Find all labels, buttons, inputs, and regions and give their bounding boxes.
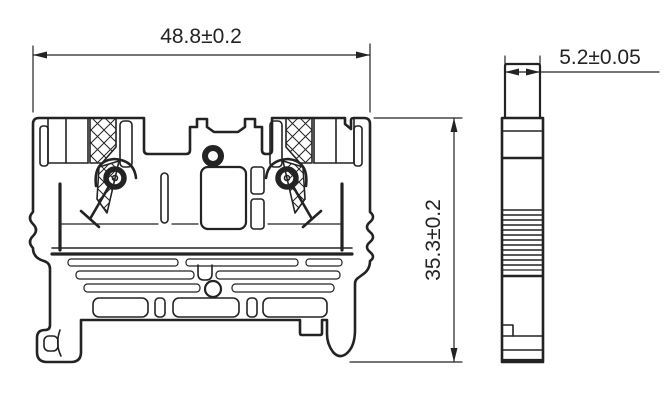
left-spring-clamp xyxy=(79,157,138,229)
side-cell xyxy=(250,166,265,195)
crosshatch-area xyxy=(89,117,117,164)
lower-slots xyxy=(67,258,343,318)
spring-arc xyxy=(264,157,308,188)
side-cell xyxy=(250,198,265,230)
side-ribs xyxy=(502,209,543,266)
housing-edge xyxy=(47,117,89,164)
slot xyxy=(185,258,299,267)
extension-line xyxy=(504,55,541,65)
foot-slot xyxy=(92,297,149,318)
spring-pivot-hole xyxy=(111,174,119,182)
arrowhead-right xyxy=(356,51,370,59)
arrowhead-left xyxy=(33,51,47,59)
dimension-height: 35.3±0.2 xyxy=(349,117,463,363)
arrowhead-down xyxy=(450,348,458,362)
front-view xyxy=(28,116,375,364)
din-rail-foot xyxy=(43,329,62,357)
arrowhead-left xyxy=(505,68,519,76)
center-tab xyxy=(197,264,213,281)
slot xyxy=(67,258,179,267)
wire-slot xyxy=(119,120,133,168)
dimension-thickness-label: 5.2±0.05 xyxy=(559,46,641,69)
dimension-width: 48.8±0.2 xyxy=(32,25,371,113)
dimension-width-label: 48.8±0.2 xyxy=(160,25,242,48)
slot xyxy=(75,270,195,280)
foot-slot xyxy=(246,297,258,318)
busbar-channel xyxy=(50,182,354,256)
arrowhead-right xyxy=(526,68,540,76)
left-clamp-housing xyxy=(39,117,133,214)
test-point-ring xyxy=(202,145,224,167)
foot-cutout xyxy=(43,335,59,352)
slot xyxy=(231,283,335,293)
crosshatch-area xyxy=(285,117,313,164)
slot xyxy=(215,270,341,280)
dimension-height-label: 35.3±0.2 xyxy=(422,199,445,281)
slot xyxy=(305,258,343,267)
spring-pivot xyxy=(275,166,299,190)
foot-slot xyxy=(172,297,240,318)
edge-slot xyxy=(353,125,363,167)
foot-slot xyxy=(262,297,328,318)
spring-lever xyxy=(292,186,323,229)
right-spring-clamp xyxy=(264,157,323,229)
edge-slot xyxy=(39,125,49,167)
side-notch xyxy=(501,324,514,337)
front-outline xyxy=(28,116,375,364)
dimension-thickness: 5.2±0.05 xyxy=(504,46,660,76)
center-chamber xyxy=(199,165,248,231)
arrowhead-up xyxy=(450,118,458,132)
spring-pivot xyxy=(103,166,127,190)
right-clamp-housing xyxy=(269,117,363,214)
side-view xyxy=(500,62,545,364)
mounting-hole xyxy=(203,279,223,299)
foot-curve xyxy=(56,329,62,357)
housing-edge xyxy=(313,117,355,164)
center-features xyxy=(160,145,265,231)
foot-slot xyxy=(154,297,166,318)
spring-lever xyxy=(79,186,110,229)
vertical-slot xyxy=(160,172,169,224)
wire-slot xyxy=(269,120,283,168)
side-top-section xyxy=(503,62,542,120)
spring-pivot-hole xyxy=(283,174,291,182)
side-line xyxy=(502,335,543,351)
slot xyxy=(83,283,201,293)
spring-arc xyxy=(94,157,138,188)
